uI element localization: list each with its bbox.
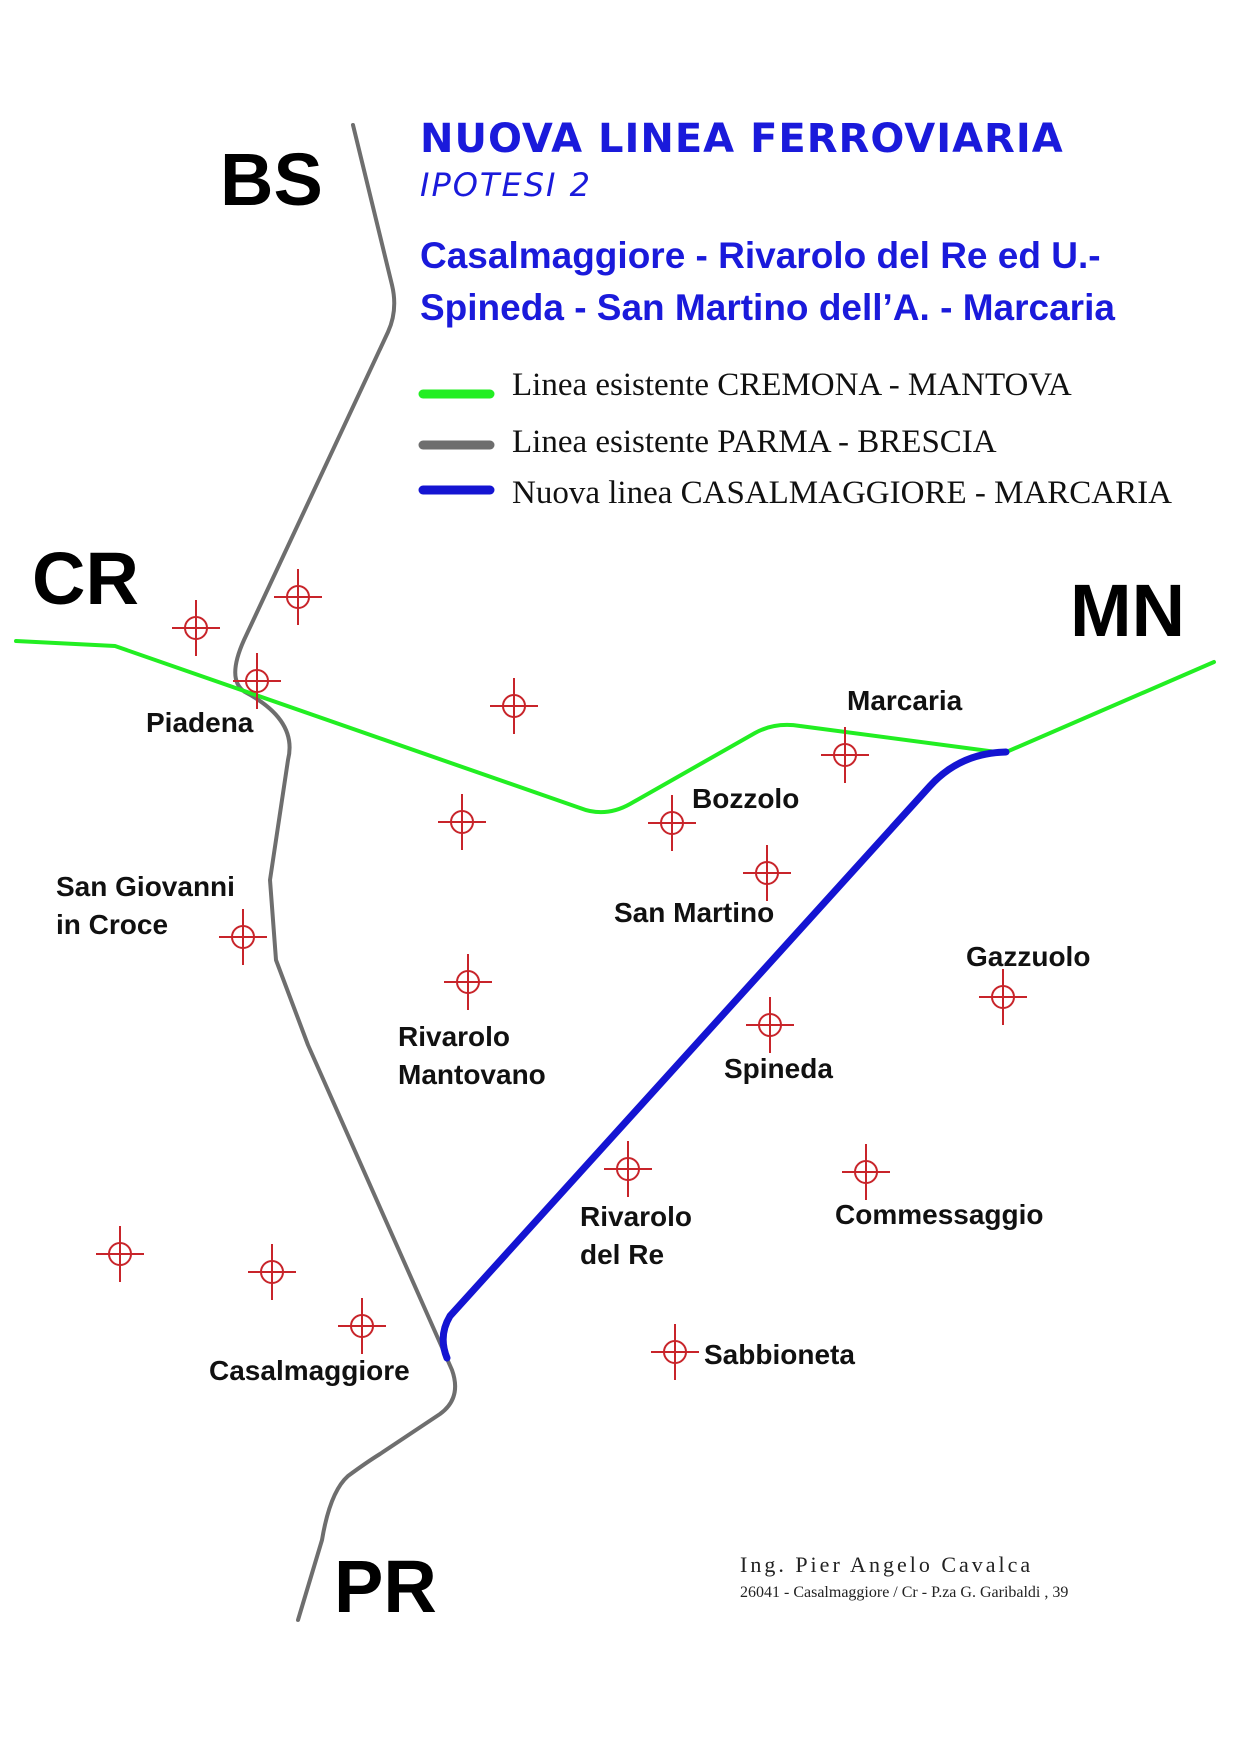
marker-san-martino (743, 845, 791, 901)
marker-san-giovanni (219, 909, 267, 965)
author-name: Ing. Pier Angelo Cavalca (740, 1552, 1033, 1577)
marker-piadena (233, 653, 281, 709)
town-label-rivarolo-del-re-line-1: Rivarolo (580, 1201, 692, 1232)
region-label-mn: MN (1070, 569, 1185, 652)
town-markers (96, 569, 1027, 1380)
town-label-sabbioneta: Sabbioneta (704, 1339, 855, 1370)
legend: Linea esistente CREMONA - MANTOVA Linea … (418, 367, 1172, 511)
marker-rivarolo-del-re (604, 1141, 652, 1197)
author-address: 26041 - Casalmaggiore / Cr - P.za G. Gar… (740, 1584, 1068, 1601)
town-label-bozzolo: Bozzolo (692, 783, 799, 814)
legend-label-cremona-mantova: Linea esistente CREMONA - MANTOVA (512, 367, 1072, 403)
region-label-pr: PR (334, 1545, 437, 1628)
town-label-rivarolo-mantovano-line-1: Rivarolo (398, 1021, 510, 1052)
legend-label-casalmaggiore-marcaria: Nuova linea CASALMAGGIORE - MARCARIA (512, 475, 1172, 511)
marker-cr-west (172, 600, 220, 656)
town-label-piadena: Piadena (146, 707, 254, 738)
town-label-casalmaggiore: Casalmaggiore (209, 1355, 410, 1386)
town-label-gazzuolo: Gazzuolo (966, 941, 1090, 972)
town-label-san-giovanni-line-2: in Croce (56, 909, 168, 940)
marker-casalmaggiore (338, 1298, 386, 1354)
marker-north-east (490, 678, 538, 734)
route-line-2: Spineda - San Martino dell’A. - Marcaria (420, 287, 1115, 328)
town-label-marcaria: Marcaria (847, 685, 963, 716)
map-subtitle: IPOTESI 2 (420, 166, 592, 204)
marker-sabbioneta (651, 1324, 699, 1380)
marker-marcaria (821, 727, 869, 783)
marker-rivarolo-mantovano (444, 954, 492, 1010)
town-label-commessaggio: Commessaggio (835, 1199, 1044, 1230)
marker-gazzuolo (979, 969, 1027, 1025)
marker-spineda (746, 997, 794, 1053)
new-casalmaggiore-marcaria-line (439, 748, 1010, 1362)
town-label-rivarolo-del-re-line-2: del Re (580, 1239, 664, 1270)
cremona-mantova-line (14, 639, 1216, 815)
marker-west-2 (248, 1244, 296, 1300)
town-label-san-giovanni-line-1: San Giovanni (56, 871, 235, 902)
legend-label-parma-brescia: Linea esistente PARMA - BRESCIA (512, 424, 997, 460)
marker-west-1 (96, 1226, 144, 1282)
map-title: NUOVA LINEA FERROVIARIA (420, 116, 1064, 162)
town-label-spineda: Spineda (724, 1053, 833, 1084)
region-label-cr: CR (32, 537, 139, 620)
marker-bozzolo (648, 795, 696, 851)
marker-cr-east (274, 569, 322, 625)
marker-south-piadena (438, 794, 486, 850)
parma-brescia-line (233, 123, 457, 1622)
marker-commessaggio (842, 1144, 890, 1200)
route-line-1: Casalmaggiore - Rivarolo del Re ed U.- (420, 235, 1101, 276)
town-label-san-martino: San Martino (614, 897, 774, 928)
region-label-bs: BS (220, 138, 323, 221)
town-label-rivarolo-mantovano-line-2: Mantovano (398, 1059, 546, 1090)
